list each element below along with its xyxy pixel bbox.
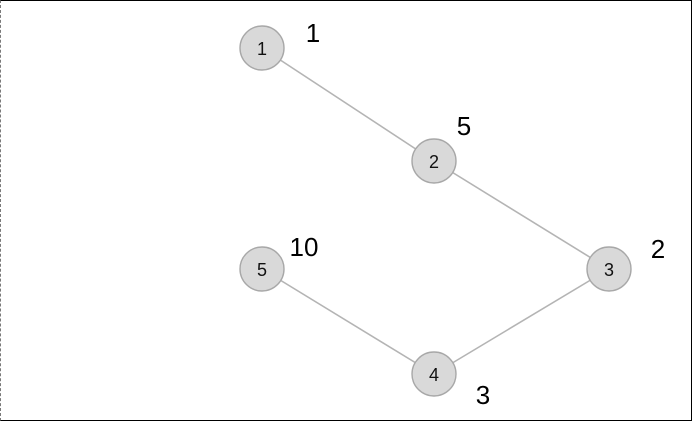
node-1-circle	[239, 25, 285, 71]
node-5: 5 10	[239, 232, 319, 292]
node-4-label: 4	[429, 365, 439, 385]
node-1: 1 1	[239, 18, 320, 71]
node-2-weight: 5	[457, 111, 471, 141]
node-3: 3 2	[586, 234, 665, 292]
node-2-label: 2	[429, 152, 439, 172]
edge-1-2	[261, 47, 435, 162]
nodes-layer: 1 1 2 5 3 2 4 3 5 10	[239, 18, 665, 410]
node-3-label: 3	[604, 260, 614, 280]
edge-4-5	[261, 268, 435, 375]
node-5-circle	[239, 246, 285, 292]
edges-layer	[261, 47, 610, 375]
node-5-label: 5	[257, 260, 267, 280]
node-3-circle	[586, 246, 632, 292]
node-4: 4 3	[411, 351, 490, 410]
node-4-weight: 3	[476, 380, 490, 410]
node-2: 2 5	[411, 111, 471, 184]
node-5-weight: 10	[290, 232, 319, 262]
edge-3-4	[433, 268, 610, 375]
node-3-weight: 2	[651, 234, 665, 264]
node-1-label: 1	[257, 39, 267, 59]
node-1-weight: 1	[306, 18, 320, 48]
node-4-circle	[411, 351, 457, 397]
edge-2-3	[433, 160, 610, 270]
node-2-circle	[411, 138, 457, 184]
